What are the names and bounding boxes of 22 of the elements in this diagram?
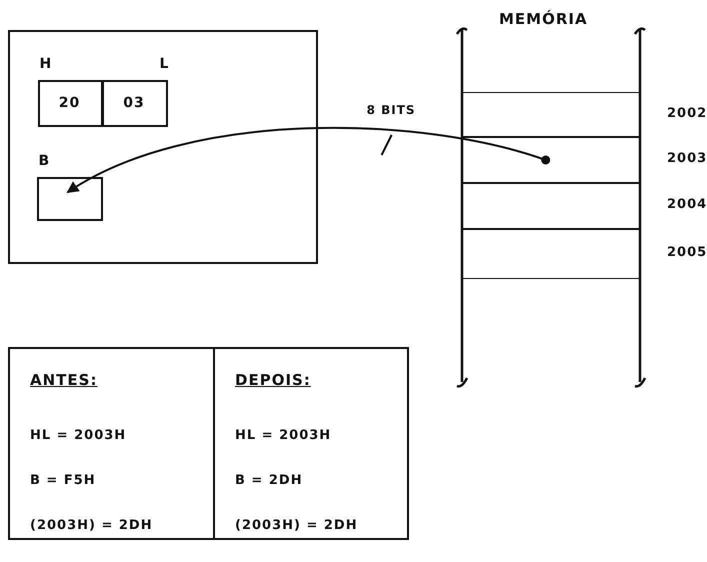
memory-address: 2004 bbox=[667, 197, 707, 212]
register-state: (2003H) = 2DH bbox=[30, 518, 153, 533]
memory-address: 2002 bbox=[667, 106, 707, 120]
processor-box bbox=[8, 30, 318, 264]
panel-heading: DEPOIS: bbox=[235, 371, 311, 389]
panel-heading: ANTES: bbox=[30, 371, 98, 389]
register-state: B = 2DH bbox=[235, 473, 303, 488]
state-panel bbox=[8, 347, 215, 540]
state-panel bbox=[213, 347, 409, 540]
register-value: 20 bbox=[58, 94, 82, 110]
edge-label: 8 BITS bbox=[366, 103, 416, 117]
memory-address: 2003 bbox=[667, 151, 707, 166]
register-state: B = F5H bbox=[30, 473, 96, 488]
memory-heading: MEMÓRIA bbox=[499, 10, 588, 28]
memory-address: 2005 bbox=[667, 245, 707, 260]
register-state: (2003H) = 2DH bbox=[235, 518, 358, 533]
register-state: HL = 2003H bbox=[30, 428, 126, 443]
register-value: 03 bbox=[122, 94, 146, 110]
register-state: HL = 2003H bbox=[235, 428, 332, 443]
register-name: H bbox=[40, 56, 52, 72]
register-name: L bbox=[160, 56, 170, 72]
register-name: B bbox=[38, 152, 50, 168]
